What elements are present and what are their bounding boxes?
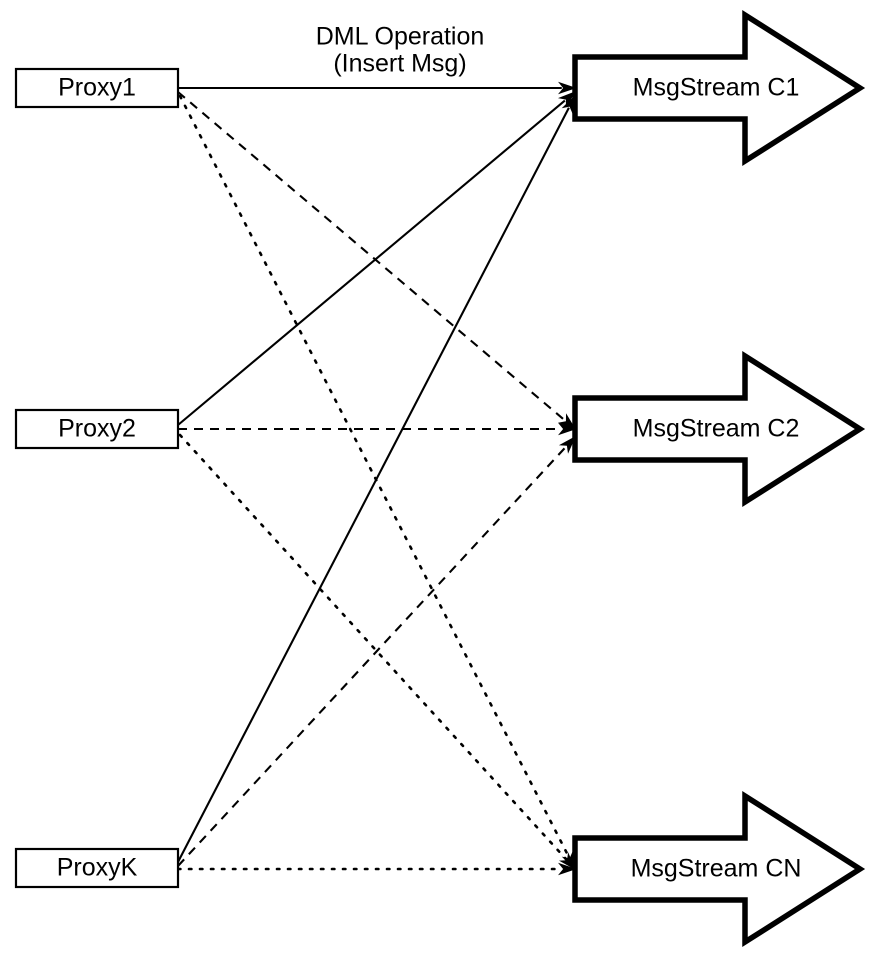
msgstream-c2[interactable]: MsgStream C2 bbox=[572, 350, 866, 508]
edge-line-dotted bbox=[178, 94, 571, 859]
edge-line-solid bbox=[177, 107, 570, 863]
streams-layer: MsgStream C1 MsgStream C2 MsgStream CN bbox=[572, 9, 866, 948]
edge-proxy1-to-cn bbox=[178, 94, 576, 871]
edge-arrowhead-icon bbox=[561, 94, 576, 114]
msgstream-label: MsgStream CN bbox=[631, 855, 802, 883]
edge-arrowhead-icon bbox=[557, 91, 577, 108]
edge-proxyK-to-c2 bbox=[177, 435, 577, 867]
edge-line-dashed bbox=[177, 91, 566, 422]
edge-arrowhead-icon bbox=[558, 413, 577, 430]
msgstream-label: MsgStream C1 bbox=[633, 74, 800, 102]
edge-proxy2-to-cn bbox=[178, 433, 577, 871]
edge-proxy2-to-c1 bbox=[177, 91, 577, 426]
proxy-label: ProxyK bbox=[57, 854, 138, 882]
edge-arrowhead-icon bbox=[558, 422, 577, 436]
proxy-label: Proxy1 bbox=[58, 74, 136, 102]
edges-layer bbox=[176, 81, 577, 876]
edge-proxy2-to-c2 bbox=[178, 422, 577, 436]
edge-line-dashed bbox=[177, 446, 567, 867]
edge-arrowhead-icon bbox=[558, 81, 577, 95]
proxy-node-proxy1[interactable]: Proxy1 bbox=[14, 67, 180, 109]
edge-arrowhead-icon bbox=[558, 852, 577, 871]
edge-proxy1-to-c1 bbox=[178, 81, 577, 95]
proxy-box-rect[interactable] bbox=[14, 67, 180, 109]
edge-proxyK-to-c1 bbox=[177, 94, 576, 863]
dml-operation-label-line2: (Insert Msg) bbox=[333, 50, 466, 78]
msgstream-arrow-shape[interactable] bbox=[572, 350, 866, 508]
msgstream-arrow-shape[interactable] bbox=[572, 9, 866, 167]
edge-proxy1-to-c2 bbox=[177, 91, 577, 430]
msgstream-label: MsgStream C2 bbox=[633, 415, 800, 443]
proxy-node-proxy2[interactable]: Proxy2 bbox=[14, 408, 180, 450]
annotation-layer: DML Operation (Insert Msg) bbox=[316, 23, 485, 78]
edge-line-dotted bbox=[178, 433, 568, 861]
edge-proxyK-to-cn bbox=[176, 862, 577, 876]
proxy-node-proxyK[interactable]: ProxyK bbox=[14, 847, 180, 889]
proxy-label: Proxy2 bbox=[58, 415, 136, 443]
msgstream-cn[interactable]: MsgStream CN bbox=[572, 790, 866, 948]
dml-operation-label-line1: DML Operation bbox=[316, 23, 485, 51]
proxy-box-rect[interactable] bbox=[14, 408, 180, 450]
msgstream-c1[interactable]: MsgStream C1 bbox=[572, 9, 866, 167]
proxy-box-rect[interactable] bbox=[14, 847, 180, 889]
edge-line-solid bbox=[177, 99, 566, 426]
edge-arrowhead-icon bbox=[558, 435, 577, 454]
edge-arrowhead-icon bbox=[558, 862, 577, 876]
msgstream-arrow-shape[interactable] bbox=[572, 790, 866, 948]
